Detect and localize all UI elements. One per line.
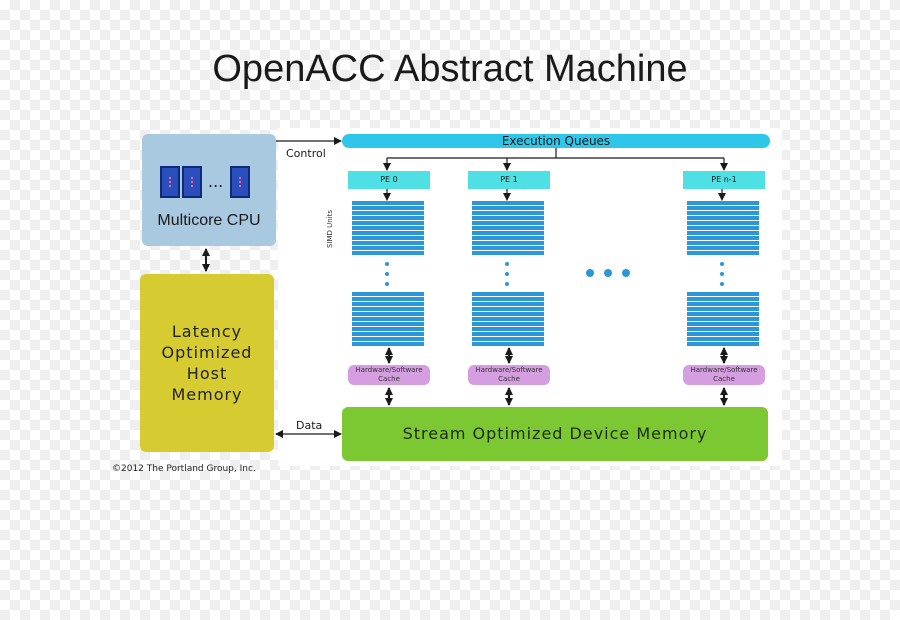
horizontal-dot — [604, 269, 612, 277]
horizontal-dot — [622, 269, 630, 277]
cache-box: Hardware/Software Cache — [468, 365, 550, 385]
page-title: OpenACC Abstract Machine — [212, 48, 688, 90]
vertical-dot — [720, 262, 724, 266]
cache-box: Hardware/Software Cache — [683, 365, 765, 385]
vertical-dot — [505, 282, 509, 286]
simd-unit-block — [687, 201, 759, 255]
cpu-label: Multicore CPU — [157, 212, 261, 229]
pe-label: PE 1 — [468, 171, 550, 189]
vertical-dot — [505, 272, 509, 276]
host-memory-label: Latency Optimized Host Memory — [161, 322, 253, 404]
simd-unit-block — [687, 292, 759, 346]
cpu-ellipsis: ... — [208, 172, 224, 191]
control-label: Control — [286, 147, 326, 160]
data-label: Data — [296, 419, 323, 432]
vertical-dot — [385, 262, 389, 266]
vertical-dot — [720, 272, 724, 276]
host-memory-box: Latency Optimized Host Memory — [140, 274, 274, 452]
pe-label: PE n-1 — [683, 171, 765, 189]
horizontal-dot — [586, 269, 594, 277]
cpu-core-icon — [182, 166, 202, 198]
vertical-dot — [385, 272, 389, 276]
multicore-cpu-box: ... Multicore CPU — [142, 134, 276, 246]
simd-unit-block — [352, 201, 424, 255]
execution-queues-bar: Execution Queues — [342, 134, 770, 148]
simd-units-label: SIMD Units — [326, 209, 334, 248]
cache-box: Hardware/Software Cache — [348, 365, 430, 385]
cpu-core-icon — [230, 166, 250, 198]
pe-label: PE 0 — [348, 171, 430, 189]
device-memory-box: Stream Optimized Device Memory — [342, 407, 768, 461]
simd-unit-block — [472, 201, 544, 255]
copyright-notice: ©2012 The Portland Group, Inc. — [112, 464, 256, 474]
simd-unit-block — [472, 292, 544, 346]
simd-unit-block — [352, 292, 424, 346]
cpu-core-icon — [160, 166, 180, 198]
vertical-dot — [505, 262, 509, 266]
vertical-dot — [720, 282, 724, 286]
vertical-dot — [385, 282, 389, 286]
